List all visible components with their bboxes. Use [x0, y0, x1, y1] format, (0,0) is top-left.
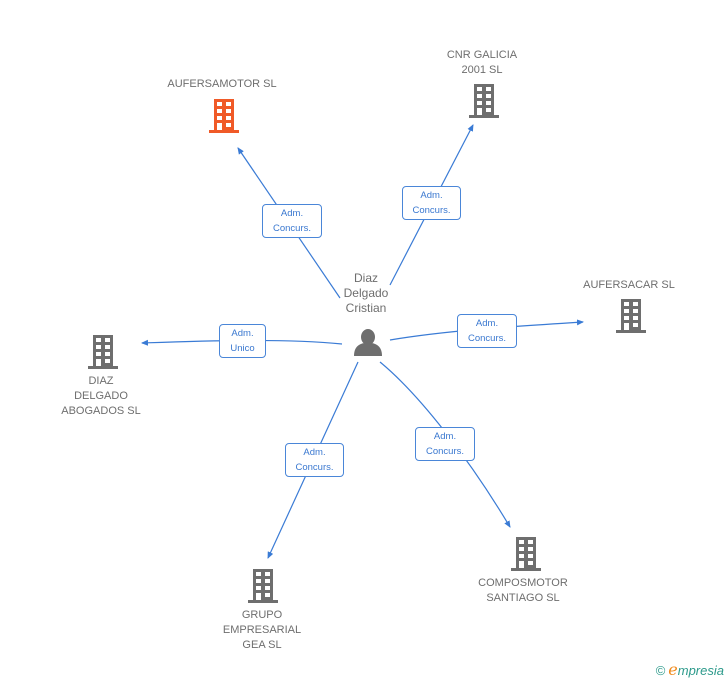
brand-initial: e: [668, 660, 678, 679]
node-label-cnr-galicia[interactable]: CNR GALICIA 2001 SL: [446, 49, 518, 76]
edge-label-grupo-empresarial: Adm. Concurs.: [285, 443, 344, 477]
node-label-aufersamotor[interactable]: AUFERSAMOTOR SL: [167, 78, 277, 90]
building-icon-aufersamotor[interactable]: [209, 99, 239, 133]
building-icon-diaz-delgado-abogados[interactable]: [88, 335, 118, 369]
center-person-name[interactable]: Diaz Delgado Cristian: [343, 271, 389, 315]
brand-name: mpresia: [677, 663, 724, 678]
node-label-composmotor[interactable]: COMPOSMOTOR SANTIAGO SL: [478, 577, 568, 604]
building-icon-aufersacar[interactable]: [616, 299, 646, 333]
edge-label-diaz-delgado-abogados: Adm. Unico: [219, 324, 266, 358]
empresia-brand: ©empresia: [656, 660, 724, 679]
node-label-diaz-delgado-abogados[interactable]: DIAZ DELGADO ABOGADOS SL: [61, 375, 141, 417]
person-icon[interactable]: [354, 329, 382, 356]
node-label-aufersacar[interactable]: AUFERSACAR SL: [583, 279, 675, 291]
copyright-icon: ©: [655, 663, 666, 678]
edge-label-aufersacar: Adm. Concurs.: [457, 314, 517, 348]
node-label-grupo-empresarial[interactable]: GRUPO EMPRESARIAL GEA SL: [222, 609, 302, 651]
edge-label-composmotor: Adm. Concurs.: [415, 427, 475, 461]
edge-label-cnr-galicia: Adm. Concurs.: [402, 186, 461, 220]
edge-label-aufersamotor: Adm. Concurs.: [262, 204, 322, 238]
building-icon-composmotor[interactable]: [511, 537, 541, 571]
building-icon-grupo-empresarial[interactable]: [248, 569, 278, 603]
building-icon-cnr-galicia[interactable]: [469, 84, 499, 118]
